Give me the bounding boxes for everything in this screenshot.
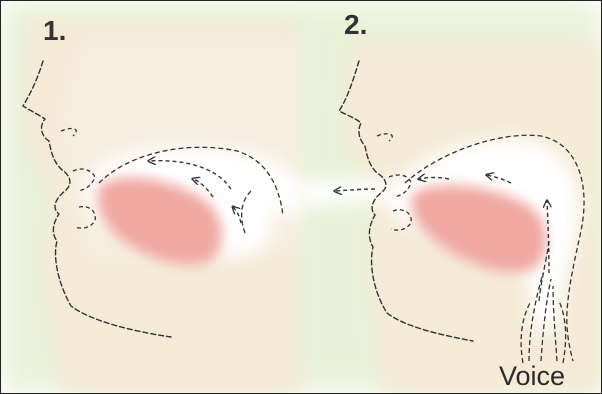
- panel-2-head: [301, 41, 601, 393]
- panel-2-vocal-tract-loop: [520, 300, 567, 364]
- panel-1-tongue: [97, 177, 223, 265]
- panel-1-airflow-arrow: [233, 207, 242, 224]
- panel-2-airflow-arrow: [419, 178, 450, 180]
- panel-1-head: [21, 21, 301, 393]
- panel-1-airflow-arrow: [193, 179, 214, 198]
- panel-2-airflow-arrow: [487, 175, 512, 184]
- panel-1-throat: [240, 190, 252, 234]
- panel-2-vocal-tract: [528, 272, 558, 362]
- panel-2-number: 2.: [344, 9, 368, 40]
- panel-2-lips: [388, 174, 412, 231]
- panel-1-lips: [72, 168, 96, 229]
- voice-label: Voice: [499, 361, 566, 391]
- panel-2-airflow-arrow: [335, 189, 376, 191]
- panel-1-profile-outline: [22, 60, 172, 338]
- panel-2-profile-outline: [337, 60, 474, 342]
- panel-1-nostril: [60, 127, 77, 137]
- panel-2-airflow-arrow: [547, 201, 549, 274]
- panel-2-palate: [404, 134, 585, 362]
- panel-2-nostril: [376, 133, 393, 142]
- panel-1-airflow-arrow: [149, 161, 232, 190]
- panel-2-tongue: [411, 185, 547, 273]
- panel-1-number: 1.: [43, 15, 67, 46]
